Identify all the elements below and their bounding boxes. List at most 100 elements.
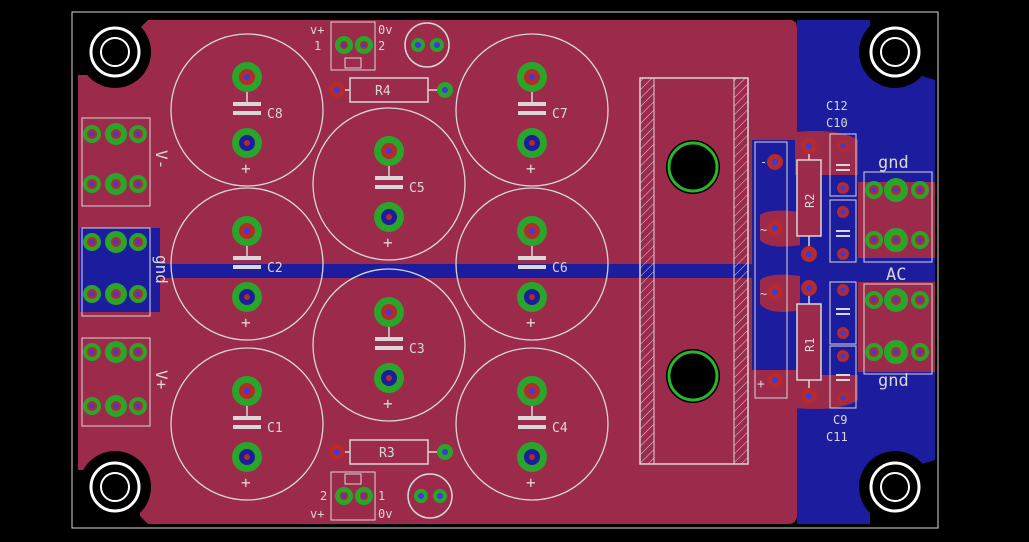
terminal-pad: [865, 343, 883, 361]
capacitor-label: C3: [409, 342, 425, 357]
bottom-pin2-label: 2: [320, 489, 327, 503]
heatsink-hole-top: [666, 140, 720, 194]
bottom-pin1-label: 1: [378, 489, 385, 503]
c9-label: C9: [833, 413, 847, 427]
capacitor-c3: C3+: [312, 268, 466, 422]
terminal-pad: [105, 341, 127, 363]
terminal-pad: [129, 343, 147, 361]
heatsink-hole-bottom: [666, 349, 720, 403]
capacitor-label: C8: [267, 107, 283, 122]
top-pin2-label: 2: [378, 39, 385, 53]
polarity-mark: +: [526, 313, 536, 332]
terminal-pad: [884, 340, 908, 364]
terminal-pad: [865, 291, 883, 309]
terminal-pad: [129, 233, 147, 251]
polarity-mark: +: [241, 159, 251, 178]
capacitor-label: C2: [267, 261, 283, 276]
v-plus-label: V+: [152, 370, 171, 389]
capacitor-label: C4: [552, 421, 568, 436]
terminal-pad: [911, 291, 929, 309]
left-terminal-block: V- gnd V+: [81, 117, 171, 427]
terminal-pad: [884, 288, 908, 312]
top-led: [404, 22, 450, 68]
capacitor-c4: C4 +: [455, 347, 609, 501]
terminal-pad: [105, 395, 127, 417]
terminal-pad: [83, 343, 101, 361]
polarity-mark: +: [526, 159, 536, 178]
capacitor-label: C1: [267, 421, 283, 436]
left-terminal-pads: [83, 123, 147, 417]
terminal-pad: [83, 175, 101, 193]
terminal-pad: [911, 181, 929, 199]
gnd-bottom-label: gnd: [878, 371, 909, 391]
board-outline: [71, 11, 939, 529]
bottom-led: [407, 473, 453, 519]
terminal-pad: [83, 285, 101, 303]
resistor-r4: R4: [329, 77, 453, 103]
terminal-pad: [105, 173, 127, 195]
bridge-tilde2-label: ~: [760, 287, 767, 301]
bottom-0v-label: 0v: [378, 507, 392, 521]
bottom-copper-pour: [797, 20, 935, 524]
terminal-pad: [884, 228, 908, 252]
terminal-pad: [884, 178, 908, 202]
right-blue-block: [752, 140, 797, 370]
r1-label: R1: [803, 338, 817, 352]
top-vplus-label: v+: [310, 23, 324, 37]
capacitor-group: C8 + C7 + C5 + C2 + C6 + C3+C1+ C4 +: [170, 33, 609, 501]
heatsink: [639, 77, 749, 465]
bridge-plus-label: +: [757, 377, 765, 392]
capacitor-label: C7: [552, 107, 568, 122]
terminal-pad: [83, 397, 101, 415]
small-caps: C12 C10 C9 C11: [826, 99, 857, 444]
capacitor-c2: C2 +: [170, 187, 324, 341]
ground-trace: [150, 264, 795, 278]
bottom-header: 2 1 v+ 0v: [310, 471, 453, 521]
mounting-holes: [79, 16, 931, 523]
bridge-rectifier: - ~ ~ +: [754, 141, 788, 399]
r4-label: R4: [375, 84, 391, 99]
ac-label: AC: [886, 265, 906, 285]
top-0v-label: 0v: [378, 23, 392, 37]
r2-label: R2: [803, 194, 817, 208]
terminal-pad: [129, 397, 147, 415]
bridge-pad-ac2: [767, 284, 783, 300]
top-header: v+ 0v 1 2: [310, 21, 450, 71]
v-minus-label: V-: [152, 150, 171, 169]
capacitor-c1: C1+: [170, 347, 324, 501]
terminal-pad: [83, 125, 101, 143]
resistor-r2: R2: [796, 138, 822, 262]
terminal-pad: [105, 231, 127, 253]
bridge-pad-ac1: [767, 220, 783, 236]
resistor-r3: R3: [329, 439, 453, 465]
resistor-r1: R1: [796, 280, 822, 404]
right-terminal-block: gnd AC gnd: [863, 153, 933, 391]
terminal-pad: [911, 231, 929, 249]
capacitor-c5: C5 +: [312, 107, 466, 261]
terminal-pad: [865, 181, 883, 199]
gnd-top-label: gnd: [878, 153, 909, 173]
polarity-mark: +: [383, 233, 393, 252]
terminal-pad: [105, 283, 127, 305]
terminal-pad: [105, 123, 127, 145]
bottom-vplus-label: v+: [310, 507, 324, 521]
capacitor-c6: C6 +: [455, 187, 609, 341]
polarity-mark: +: [526, 473, 536, 492]
bridge-pad-plus: [767, 372, 783, 388]
top-pin1-label: 1: [314, 39, 321, 53]
bridge-tilde1-label: ~: [760, 223, 767, 237]
c11-label: C11: [826, 430, 848, 444]
terminal-pad: [911, 343, 929, 361]
c12-label: C12: [826, 99, 848, 113]
terminal-pad: [865, 231, 883, 249]
bridge-minus-label: -: [760, 155, 767, 169]
right-terminal-pads: [865, 178, 929, 364]
capacitor-label: C5: [409, 181, 425, 196]
terminal-pad: [129, 175, 147, 193]
terminal-pad: [129, 285, 147, 303]
capacitor-label: C6: [552, 261, 568, 276]
terminal-pad: [83, 233, 101, 251]
capacitor-c7: C7 +: [455, 33, 609, 187]
polarity-mark: +: [241, 313, 251, 332]
bridge-pad-minus: [767, 154, 783, 170]
